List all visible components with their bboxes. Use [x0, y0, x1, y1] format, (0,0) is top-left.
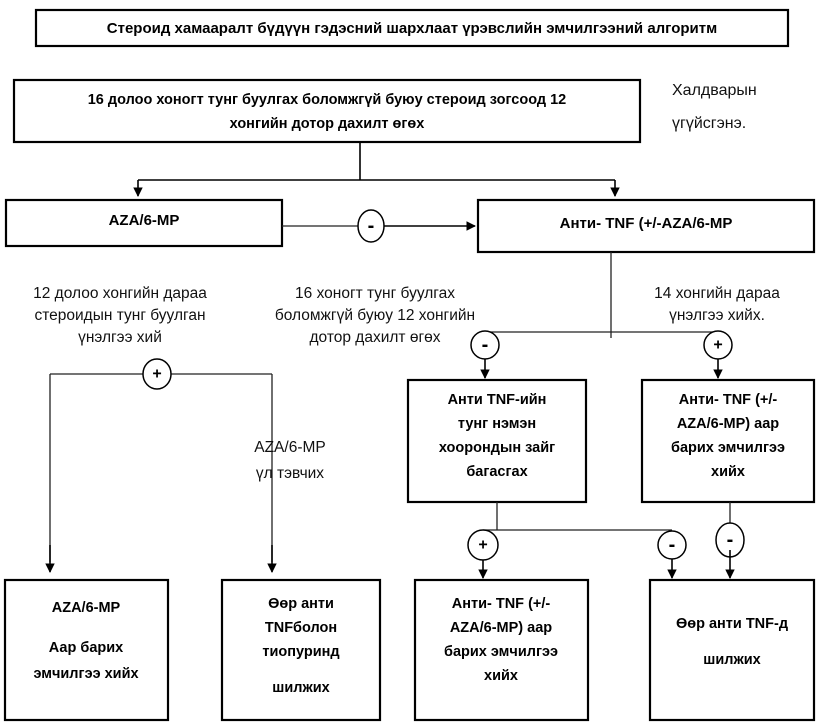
anti-tnf-label: Анти- TNF (+/-AZA/6-MP [560, 215, 733, 232]
intolerance-note-1: AZA/6-MP [254, 439, 325, 456]
anti-tnf-dose-line-2: тунг нэмэн [458, 416, 536, 432]
other-tnf-thio-box [220, 578, 382, 722]
anti-tnf-maint-mid-line-4: хийх [711, 464, 745, 480]
anti-tnf-dose-line-1: Анти TNF-ийн [448, 392, 547, 408]
other-tnf-line-2: шилжих [703, 652, 760, 668]
aza-maint-line-2: Аар барих [49, 640, 123, 656]
connector-plus-dose-sign: + [478, 537, 487, 554]
right-branch-note-2: үнэлгээ хийх. [669, 307, 765, 324]
anti-tnf-dose-line-3: хоорондын зайг [439, 440, 555, 456]
connector-minus-mid-sign: - [482, 334, 489, 356]
anti-tnf-maint-bottom-line-3: барих эмчилгээ [444, 644, 558, 660]
right-branch-note-1: 14 хонгийн дараа [654, 285, 780, 302]
other-tnf-box [648, 578, 816, 722]
anti-tnf-maint-mid-line-1: Анти- TNF (+/- [679, 392, 778, 408]
title-text: Стероид хамааралт бүдүүн гэдэсний шархла… [107, 20, 717, 37]
intolerance-note-2: үл тэвчих [256, 465, 324, 482]
criteria-box [12, 78, 642, 144]
anti-tnf-maint-bottom-line-1: Анти- TNF (+/- [452, 596, 551, 612]
aza-mp-box [4, 198, 284, 248]
connector-minus-maint-sign: - [727, 529, 734, 551]
other-tnf-thio-line-2: TNFболон [265, 620, 337, 636]
middle-branch-note-2: боломжгүй буюу 12 хонгийн [275, 307, 475, 324]
other-tnf-line-1: Өөр анти TNF-д [676, 616, 788, 632]
left-branch-note-2: стероидын тунг буулган [34, 307, 205, 324]
anti-tnf-maint-mid-box [640, 378, 816, 504]
other-tnf-thio-line-3: тиопуринд [262, 644, 339, 660]
anti-tnf-maint-bottom-box [413, 578, 590, 722]
side-note-line-1: Халдварын [672, 82, 757, 99]
other-tnf-thio-line-1: Өөр анти [268, 596, 334, 612]
anti-tnf-dose-line-4: багасгах [466, 464, 527, 480]
middle-branch-note-3: дотор дахилт өгөх [310, 329, 441, 346]
aza-maint-box [3, 578, 170, 722]
connector-minus-dose-sign: - [669, 534, 676, 556]
anti-tnf-maint-mid-line-2: AZA/6-MP) аар [677, 416, 779, 432]
side-note-line-2: үгүйсгэнэ. [672, 115, 746, 132]
criteria-line-1: 16 долоо хоногт тунг буулгах боломжгүй б… [88, 92, 567, 108]
anti-tnf-maint-bottom-line-2: AZA/6-MP) аар [450, 620, 552, 636]
connector-minus-aza-sign: - [368, 215, 375, 237]
aza-maint-line-3: эмчилгээ хийх [33, 666, 138, 682]
left-branch-note-1: 12 долоо хонгийн дараа [33, 285, 207, 302]
aza-maint-line-1: AZA/6-MP [52, 600, 121, 616]
middle-branch-note-1: 16 хоногт тунг буулгах [295, 285, 455, 302]
left-branch-note-3: үнэлгээ хий [78, 329, 162, 346]
title-box [34, 8, 790, 48]
connector-plus-left-sign: + [152, 366, 161, 383]
anti-tnf-dose-box [406, 378, 588, 504]
aza-mp-label: AZA/6-MP [109, 212, 180, 229]
criteria-line-2: хонгийн дотор дахилт өгөх [230, 116, 425, 132]
connector-plus-right-sign: + [713, 337, 722, 354]
connector-plus-left [142, 358, 172, 390]
other-tnf-thio-line-4: шилжих [272, 680, 329, 696]
anti-tnf-maint-mid-line-3: барих эмчилгээ [671, 440, 785, 456]
anti-tnf-box [476, 198, 816, 254]
anti-tnf-maint-bottom-line-4: хийх [484, 668, 518, 684]
